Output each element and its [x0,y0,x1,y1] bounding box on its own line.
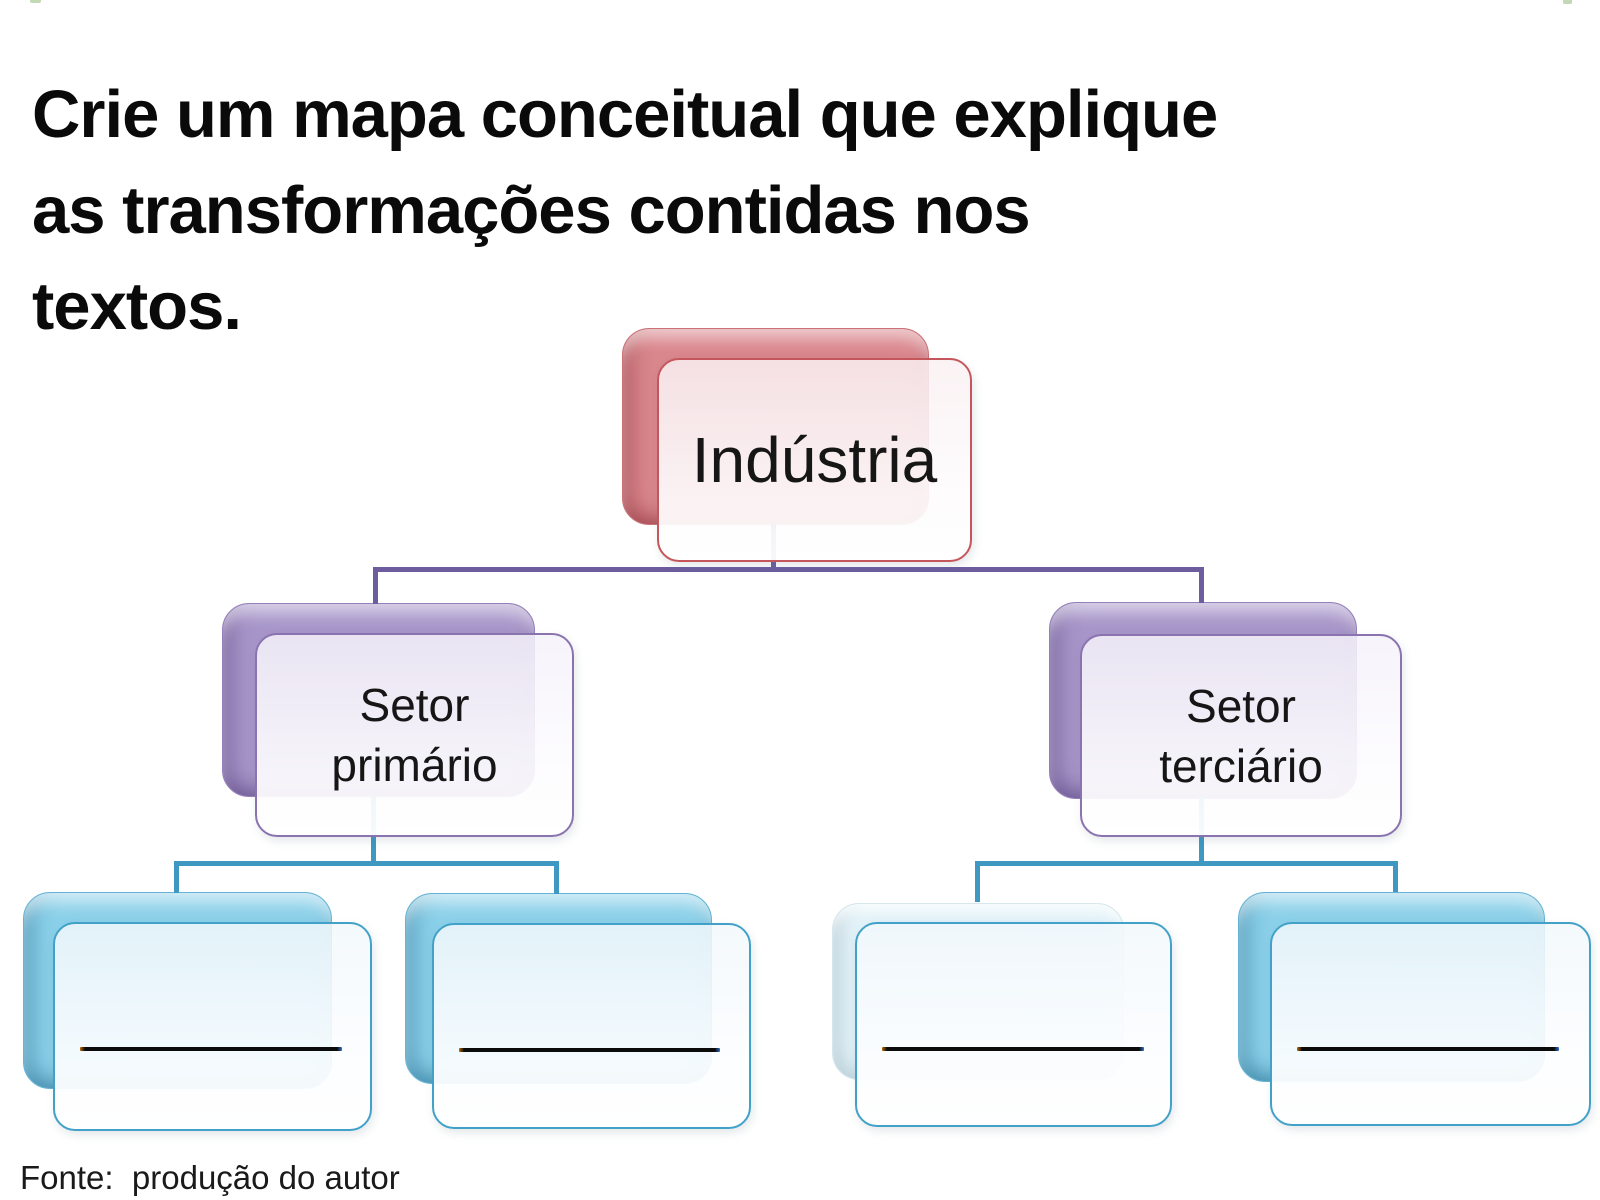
connector-to-setor-primario [373,567,378,604]
leaf-node-blank-1 [53,922,372,1131]
connector-to-leaf-1 [174,861,179,893]
branch-node-setor-terciario: Setor terciário [1080,634,1402,837]
connector-to-leaf-4 [1393,861,1398,892]
connector-primario-horizontal [174,861,559,866]
page-title: Crie um mapa conceitual que explique as … [32,76,1218,344]
branch-node-setor-primario: Setor primário [255,633,574,837]
leaf-node-blank-4 [1270,922,1591,1126]
blank-underline [1297,1047,1559,1051]
blank-underline [459,1048,720,1052]
leaf-node-blank-3 [855,922,1172,1127]
top-edge-artifact [1563,0,1572,4]
connector-level1-horizontal [373,567,1204,572]
branch-node-label: Setor terciário [1159,679,1323,792]
connector-to-leaf-3 [975,861,980,902]
connector-terciario-horizontal [975,861,1398,866]
blank-underline [882,1047,1144,1051]
top-edge-artifact [30,0,41,3]
root-node-label: Indústria [691,424,938,496]
connector-to-leaf-2 [554,861,559,894]
connector-to-setor-terciario [1199,567,1204,603]
source-note: Fonte: produção do autor [20,1159,400,1196]
root-node-industria: Indústria [657,358,972,562]
branch-node-label: Setor primário [331,679,498,791]
blank-underline [80,1047,342,1051]
leaf-node-blank-2 [432,923,751,1129]
